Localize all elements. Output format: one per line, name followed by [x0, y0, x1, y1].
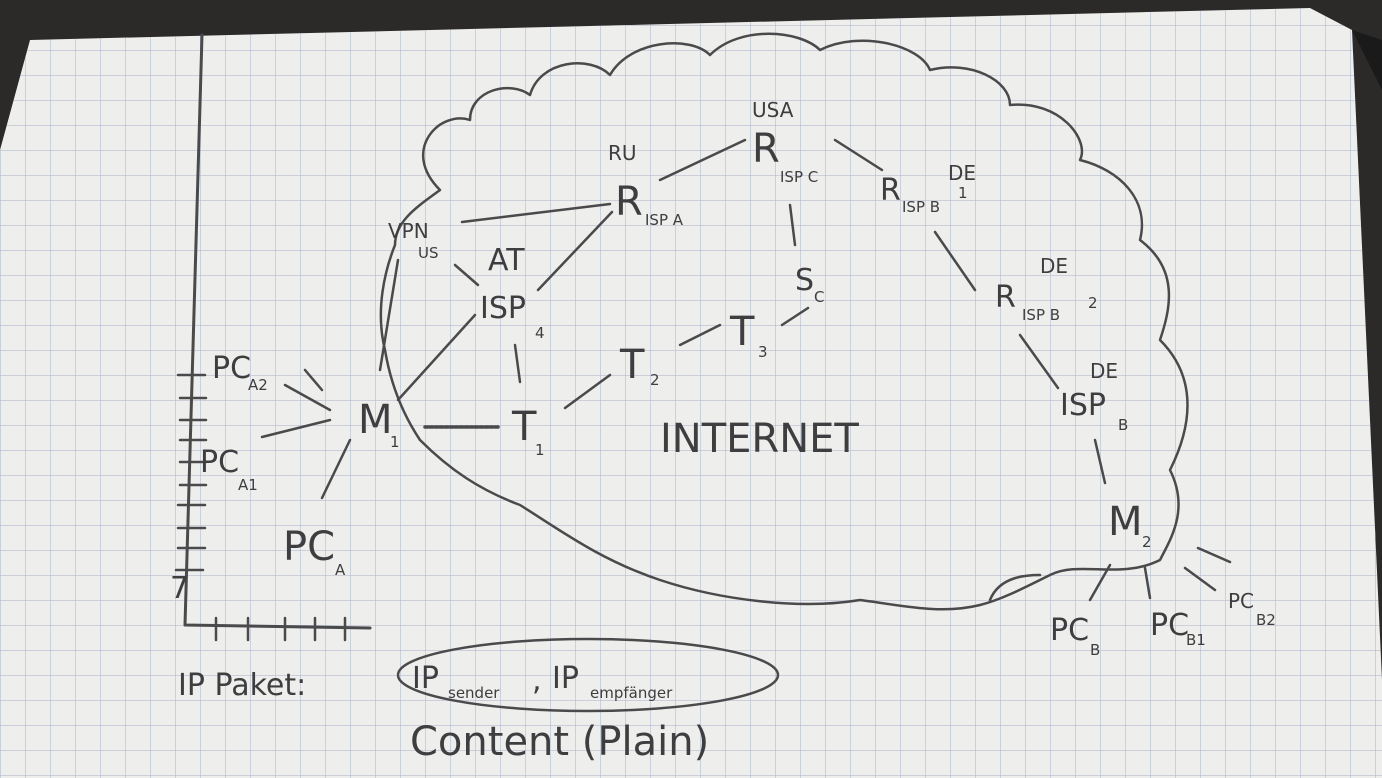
- svg-text:PC: PC: [1050, 613, 1089, 648]
- node-pca1: PC A1: [200, 445, 258, 494]
- svg-text:ISP B: ISP B: [1022, 306, 1060, 324]
- svg-text:2: 2: [650, 371, 660, 389]
- svg-text:ISP A: ISP A: [645, 211, 684, 229]
- svg-text:B: B: [1118, 416, 1128, 434]
- svg-text:R: R: [880, 173, 901, 208]
- node-pcb2: PC B2: [1228, 589, 1276, 629]
- node-pcb1: PC B1: [1150, 608, 1206, 649]
- svg-text:3: 3: [758, 343, 768, 361]
- svg-text:USA: USA: [752, 98, 794, 122]
- svg-text:A1: A1: [238, 476, 258, 494]
- svg-text:PC: PC: [283, 524, 335, 570]
- node-isp-b: ISP B: [1060, 388, 1128, 434]
- svg-text:PC: PC: [200, 445, 239, 480]
- svg-text:R: R: [752, 126, 780, 172]
- svg-text:T: T: [619, 342, 645, 388]
- svg-text:1: 1: [390, 433, 400, 451]
- svg-text:C: C: [814, 288, 824, 306]
- svg-text:M: M: [1108, 499, 1143, 545]
- node-m1: M 1: [358, 397, 400, 451]
- internet-label: INTERNET: [660, 416, 859, 462]
- ip-packet-note: IP Paket: IP sender , IP empfänger Conte…: [178, 637, 780, 765]
- svg-text:2: 2: [1142, 533, 1152, 551]
- node-sc: S C: [795, 263, 824, 306]
- svg-text:ISP: ISP: [480, 291, 526, 326]
- svg-text:2: 2: [1088, 294, 1098, 312]
- svg-text:1: 1: [535, 441, 545, 459]
- svg-text:1: 1: [958, 184, 968, 202]
- node-usa: USA: [752, 98, 794, 122]
- packet-receiver: IP: [552, 661, 579, 696]
- svg-text:M: M: [358, 397, 393, 443]
- svg-text:T: T: [511, 404, 537, 450]
- svg-text:DE: DE: [1040, 254, 1068, 278]
- node-pca2: PC A2: [212, 351, 268, 394]
- svg-text:ISP B: ISP B: [902, 198, 940, 216]
- node-m2: M 2: [1108, 499, 1152, 551]
- svg-text:B1: B1: [1186, 631, 1206, 649]
- node-de1: DE: [948, 161, 976, 185]
- svg-text:ISP: ISP: [1060, 388, 1106, 423]
- node-risp-b2: R ISP B 2: [995, 280, 1098, 324]
- svg-text:R: R: [995, 280, 1016, 315]
- node-pca: PC A: [283, 524, 346, 579]
- node-t2: T 2: [619, 342, 660, 389]
- svg-text:AT: AT: [488, 243, 525, 278]
- svg-text:PC: PC: [1228, 589, 1254, 613]
- svg-text:PC: PC: [212, 351, 251, 386]
- axes: 7: [170, 33, 372, 642]
- svg-text:4: 4: [535, 324, 545, 342]
- node-risp-a: R ISP A: [615, 179, 684, 229]
- node-at: AT: [488, 243, 525, 278]
- packet-receiver-sub: empfänger: [590, 684, 673, 702]
- node-pcb: PC B: [1050, 613, 1100, 659]
- packet-content: Content (Plain): [410, 719, 709, 765]
- node-t3: T 3: [729, 309, 768, 361]
- connections: [260, 138, 1232, 602]
- node-t1: T 1: [511, 404, 545, 459]
- node-risp-c: R ISP C: [752, 126, 818, 186]
- packet-sender: IP: [412, 661, 439, 696]
- svg-text:B: B: [1090, 641, 1100, 659]
- svg-text:T: T: [729, 309, 755, 355]
- packet-separator: ,: [532, 663, 542, 698]
- svg-text:RU: RU: [608, 141, 637, 165]
- internet-cloud: [379, 32, 1189, 611]
- svg-text:S: S: [795, 263, 814, 298]
- packet-header-ellipse: [396, 637, 780, 713]
- svg-text:DE: DE: [948, 161, 976, 185]
- packet-sender-sub: sender: [448, 684, 500, 702]
- svg-text:ISP C: ISP C: [780, 168, 818, 186]
- svg-text:PC: PC: [1150, 608, 1189, 643]
- svg-text:DE: DE: [1090, 359, 1118, 383]
- node-isp4: ISP 4: [480, 291, 545, 342]
- svg-text:B2: B2: [1256, 611, 1276, 629]
- svg-text:R: R: [615, 179, 643, 225]
- axis-tick-label: 7: [170, 571, 189, 606]
- node-risp-b1: R ISP B 1: [880, 173, 968, 216]
- svg-text:A2: A2: [248, 376, 268, 394]
- svg-text:VPN: VPN: [388, 219, 429, 243]
- node-de3: DE: [1090, 359, 1118, 383]
- packet-prefix: IP Paket:: [178, 668, 306, 703]
- node-ru: RU: [608, 141, 637, 165]
- node-de2: DE: [1040, 254, 1068, 278]
- svg-text:US: US: [418, 244, 439, 262]
- svg-text:A: A: [335, 561, 346, 579]
- node-vpn: VPN US: [388, 219, 439, 262]
